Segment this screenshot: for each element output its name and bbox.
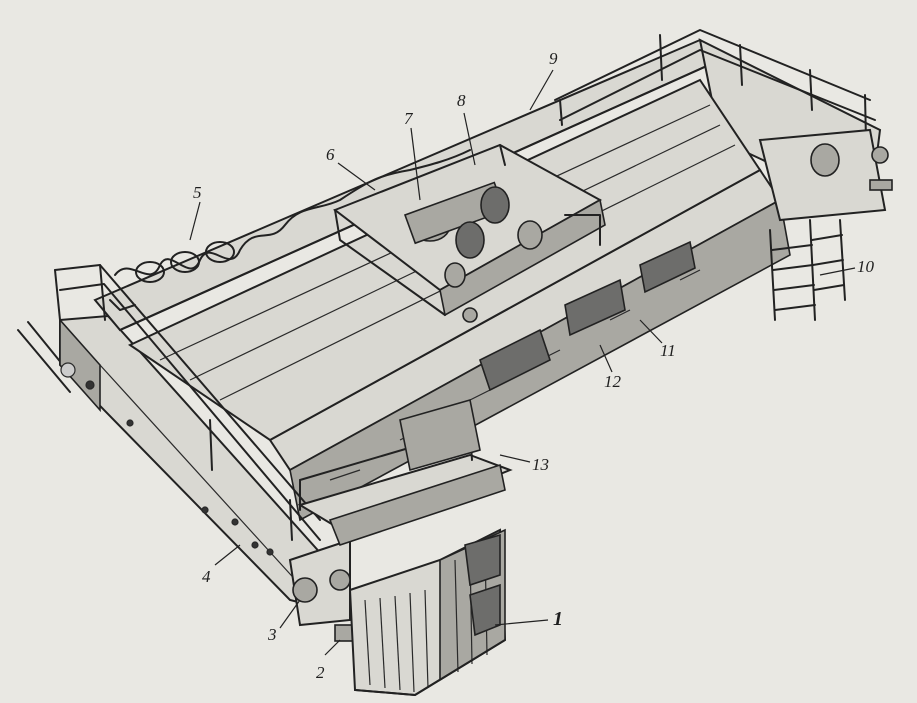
callout-10: 10: [857, 257, 875, 276]
callout-11: 11: [660, 341, 676, 360]
festoon-cable: [109, 149, 471, 311]
callout-7: 7: [404, 109, 414, 128]
operator-cab: [348, 528, 507, 697]
callout-9: 9: [549, 49, 558, 68]
callout-3: 3: [267, 625, 277, 644]
bridge-drive-right: [758, 128, 893, 222]
callout-5: 5: [193, 183, 202, 202]
callout-12: 12: [604, 372, 622, 391]
handrails: [54, 29, 876, 541]
hoist-drum: [403, 181, 543, 288]
callout-1: 1: [553, 608, 563, 630]
callout-leaders: [189, 69, 856, 656]
cab-platform: [297, 398, 513, 546]
callout-2: 2: [316, 663, 325, 682]
callout-13: 13: [532, 455, 549, 474]
trolley: [332, 143, 606, 323]
callout-4: 4: [202, 567, 211, 586]
access-ladder: [769, 219, 846, 321]
callouts: 1 2 3 4 5 6 7 8 9 10 11 12 13: [193, 49, 875, 682]
callout-8: 8: [457, 91, 466, 110]
callout-6: 6: [326, 145, 335, 164]
bridge-drive-front: [288, 538, 356, 642]
